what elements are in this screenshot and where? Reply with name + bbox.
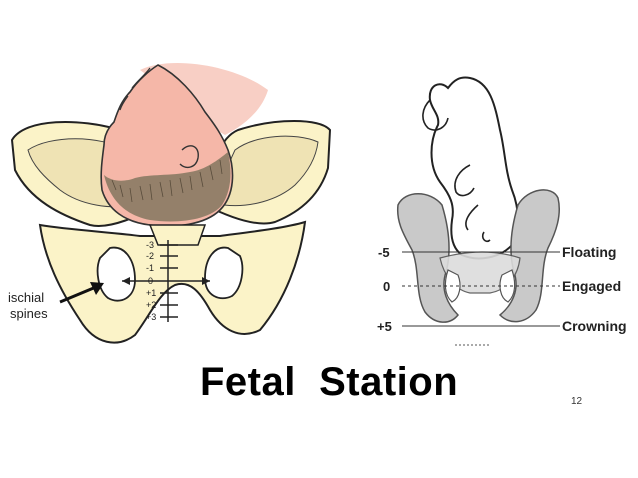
ischial-label-line2: spines bbox=[10, 306, 48, 321]
station-label-crowning: Crowning bbox=[562, 318, 627, 334]
gray-pelvis-left-wing bbox=[396, 193, 460, 323]
fetal-ear bbox=[179, 145, 199, 169]
scale-label: -3 bbox=[146, 240, 154, 250]
right-pelvis-figure: -5 0 +5 Floating Engaged Crowning bbox=[377, 76, 627, 346]
station-value: 0 bbox=[383, 279, 390, 294]
scale-label: +2 bbox=[146, 300, 156, 310]
scale-labels: -3 -2 -1 0 +1 +2 +3 bbox=[146, 240, 156, 322]
station-lines bbox=[402, 251, 560, 327]
scale-label: +3 bbox=[146, 312, 156, 322]
scale-label: -1 bbox=[146, 263, 154, 273]
gray-pelvis-right-wing bbox=[498, 189, 560, 323]
station-value: -5 bbox=[378, 245, 390, 260]
fetal-hair bbox=[104, 152, 231, 222]
station-label-floating: Floating bbox=[562, 244, 616, 260]
station-value: +5 bbox=[377, 319, 392, 334]
scale-label: -2 bbox=[146, 251, 154, 261]
sacrum bbox=[148, 224, 207, 246]
scale-label: +1 bbox=[146, 288, 156, 298]
left-obturator bbox=[96, 246, 136, 302]
station-label-engaged: Engaged bbox=[562, 278, 621, 294]
page-number: 12 bbox=[571, 396, 583, 407]
station-scale bbox=[122, 240, 210, 322]
right-obturator bbox=[204, 246, 244, 300]
ischial-label-line1: ischial bbox=[8, 290, 44, 305]
scale-label: 0 bbox=[148, 276, 153, 286]
callout-arrow bbox=[59, 282, 104, 304]
left-pelvis-figure: -3 -2 -1 0 +1 +2 +3 ischial spines bbox=[8, 62, 332, 344]
slide-title: Fetal Station bbox=[200, 360, 459, 404]
